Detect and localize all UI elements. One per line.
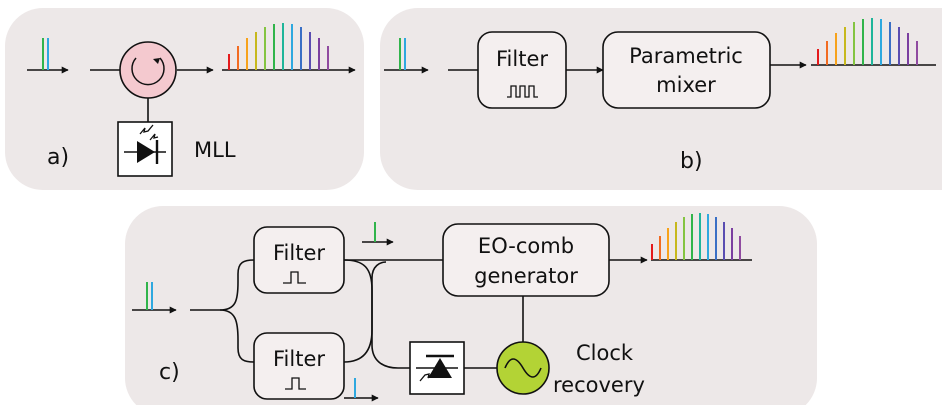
mixer-label-line2: mixer bbox=[656, 73, 716, 97]
circulator-icon bbox=[119, 41, 177, 99]
triple-pulse-icon bbox=[507, 85, 538, 98]
panel-a-output-lines bbox=[228, 23, 329, 70]
laser-diode-icon bbox=[117, 121, 173, 177]
panel-c-bottom-tap bbox=[344, 378, 379, 402]
parametric-mixer-box: Parametric mixer bbox=[602, 31, 771, 109]
panel-b-output-comb bbox=[811, 18, 936, 66]
panel-c-top-tap bbox=[362, 222, 394, 246]
panel-c-wire-top-branch bbox=[343, 259, 410, 369]
single-pulse-icon-bottom bbox=[285, 377, 306, 390]
panel-c-label: c) bbox=[159, 360, 180, 385]
panel-c-filter-bottom-label: Filter bbox=[273, 347, 325, 371]
oscillator-icon bbox=[496, 341, 550, 395]
panel-a-label: a) bbox=[47, 145, 69, 170]
panel-c-splitter bbox=[190, 259, 255, 311]
single-pulse-icon bbox=[283, 271, 306, 284]
panel-a-output-comb bbox=[222, 23, 356, 74]
panel-c-input-comb bbox=[132, 282, 177, 314]
panel-c-wire-bottom-out bbox=[343, 261, 387, 363]
panel-b-filter: Filter bbox=[477, 31, 567, 109]
panel-c-filter-top-label: Filter bbox=[273, 241, 325, 265]
panel-b-filter-label: Filter bbox=[496, 47, 548, 71]
panel-a-input-lines bbox=[42, 38, 49, 70]
panel-a: a) MLL bbox=[5, 8, 364, 190]
panel-a-input-comb bbox=[27, 38, 69, 74]
panel-c-splitter-lower bbox=[219, 309, 255, 363]
panel-c-filter-bottom: Filter bbox=[253, 332, 345, 400]
panel-b-input-comb bbox=[384, 38, 429, 74]
clock-label-line2: recovery bbox=[553, 373, 645, 397]
eo-label-line2: generator bbox=[474, 264, 578, 288]
clock-label-line1: Clock bbox=[576, 341, 634, 365]
panel-b: Filter Parametric mixer b) bbox=[380, 8, 942, 190]
eo-label-line1: EO-comb bbox=[478, 234, 574, 258]
panel-c-filter-top: Filter bbox=[253, 226, 345, 294]
photodiode-icon bbox=[409, 341, 465, 395]
panel-c-input-lines bbox=[146, 282, 153, 310]
panel-b-output-lines bbox=[817, 18, 918, 65]
panel-b-input-lines bbox=[399, 38, 406, 70]
panel-c-output-lines bbox=[651, 213, 741, 260]
eo-comb-generator-box: EO-comb generator bbox=[442, 223, 610, 297]
panel-c-output-comb bbox=[651, 213, 752, 261]
mll-label: MLL bbox=[194, 138, 236, 162]
panel-b-label: b) bbox=[680, 149, 703, 174]
mixer-label-line1: Parametric bbox=[629, 44, 743, 68]
panel-c: Filter Filter EO-comb generato bbox=[125, 206, 817, 405]
